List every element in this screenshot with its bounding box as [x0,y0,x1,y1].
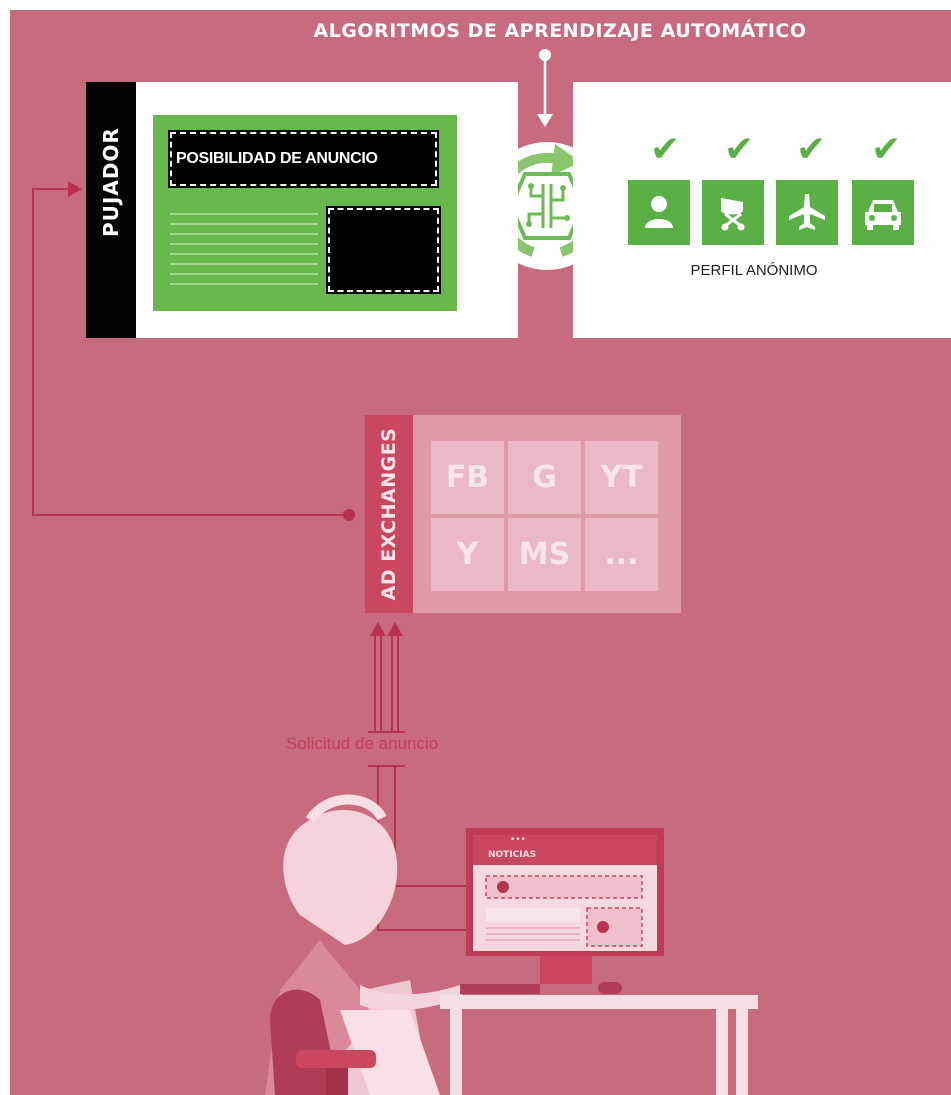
check-icon: ✔ [724,129,755,170]
ad-text-line [170,253,318,255]
profile-label: PERFIL ANÓNIMO [690,262,818,279]
ad-text-line [170,213,318,215]
stroller-icon [721,198,745,231]
request-arrowhead-1 [370,622,386,636]
check-icon: ✔ [871,129,902,170]
exchanges-to-bidder-connector [32,181,355,521]
screen-header-label: NOTICIAS [488,850,537,860]
ad-text-line [170,223,318,225]
exchange-cell: FB [431,441,504,514]
check-icon: ✔ [650,129,681,170]
request-arrowhead-2 [387,622,403,636]
person-icon [645,196,673,228]
ad-request-arrows [368,630,600,931]
interest-tile [628,180,690,245]
ad-slot-box [326,206,441,294]
ml-input-arrow [537,49,553,127]
interest-tile [776,180,838,245]
exchange-cell: G [508,441,581,514]
airplane-icon [789,194,825,230]
ad-exchanges-label-bar: AD EXCHANGES [365,415,413,613]
monitor [466,828,664,984]
ad-exchanges-label: AD EXCHANGES [378,427,400,601]
bidder-label-bar: PUJADOR [86,82,136,338]
ad-text-line [170,233,318,235]
exchange-cell: Y [431,518,504,591]
ad-opportunity-title-box: POSIBILIDAD DE ANUNCIO [168,130,439,188]
diagram-canvas: ALGORITMOS DE APRENDIZAJE AUTOMÁTICO [10,10,951,1095]
ad-text-line [170,283,318,285]
bidder-label: PUJADOR [99,127,123,237]
ad-request-label: Solicitud de anuncio [286,734,439,753]
exchange-cell: YT [585,441,658,514]
interest-tile [702,180,764,245]
car-icon [865,200,901,230]
desk [440,982,758,1095]
user-figure [265,794,462,1095]
exchange-cell: MS [508,518,581,591]
ad-opportunity-label: POSIBILIDAD DE ANUNCIO [176,150,378,167]
ad-text-line [170,273,318,275]
ad-text-line [170,243,318,245]
interest-tile [852,180,914,245]
exchange-cell: ... [585,518,658,591]
diagram-title: ALGORITMOS DE APRENDIZAJE AUTOMÁTICO [313,20,807,42]
check-icon: ✔ [796,129,827,170]
screen-dots: ••• [510,835,526,845]
ad-text-line [170,263,318,265]
